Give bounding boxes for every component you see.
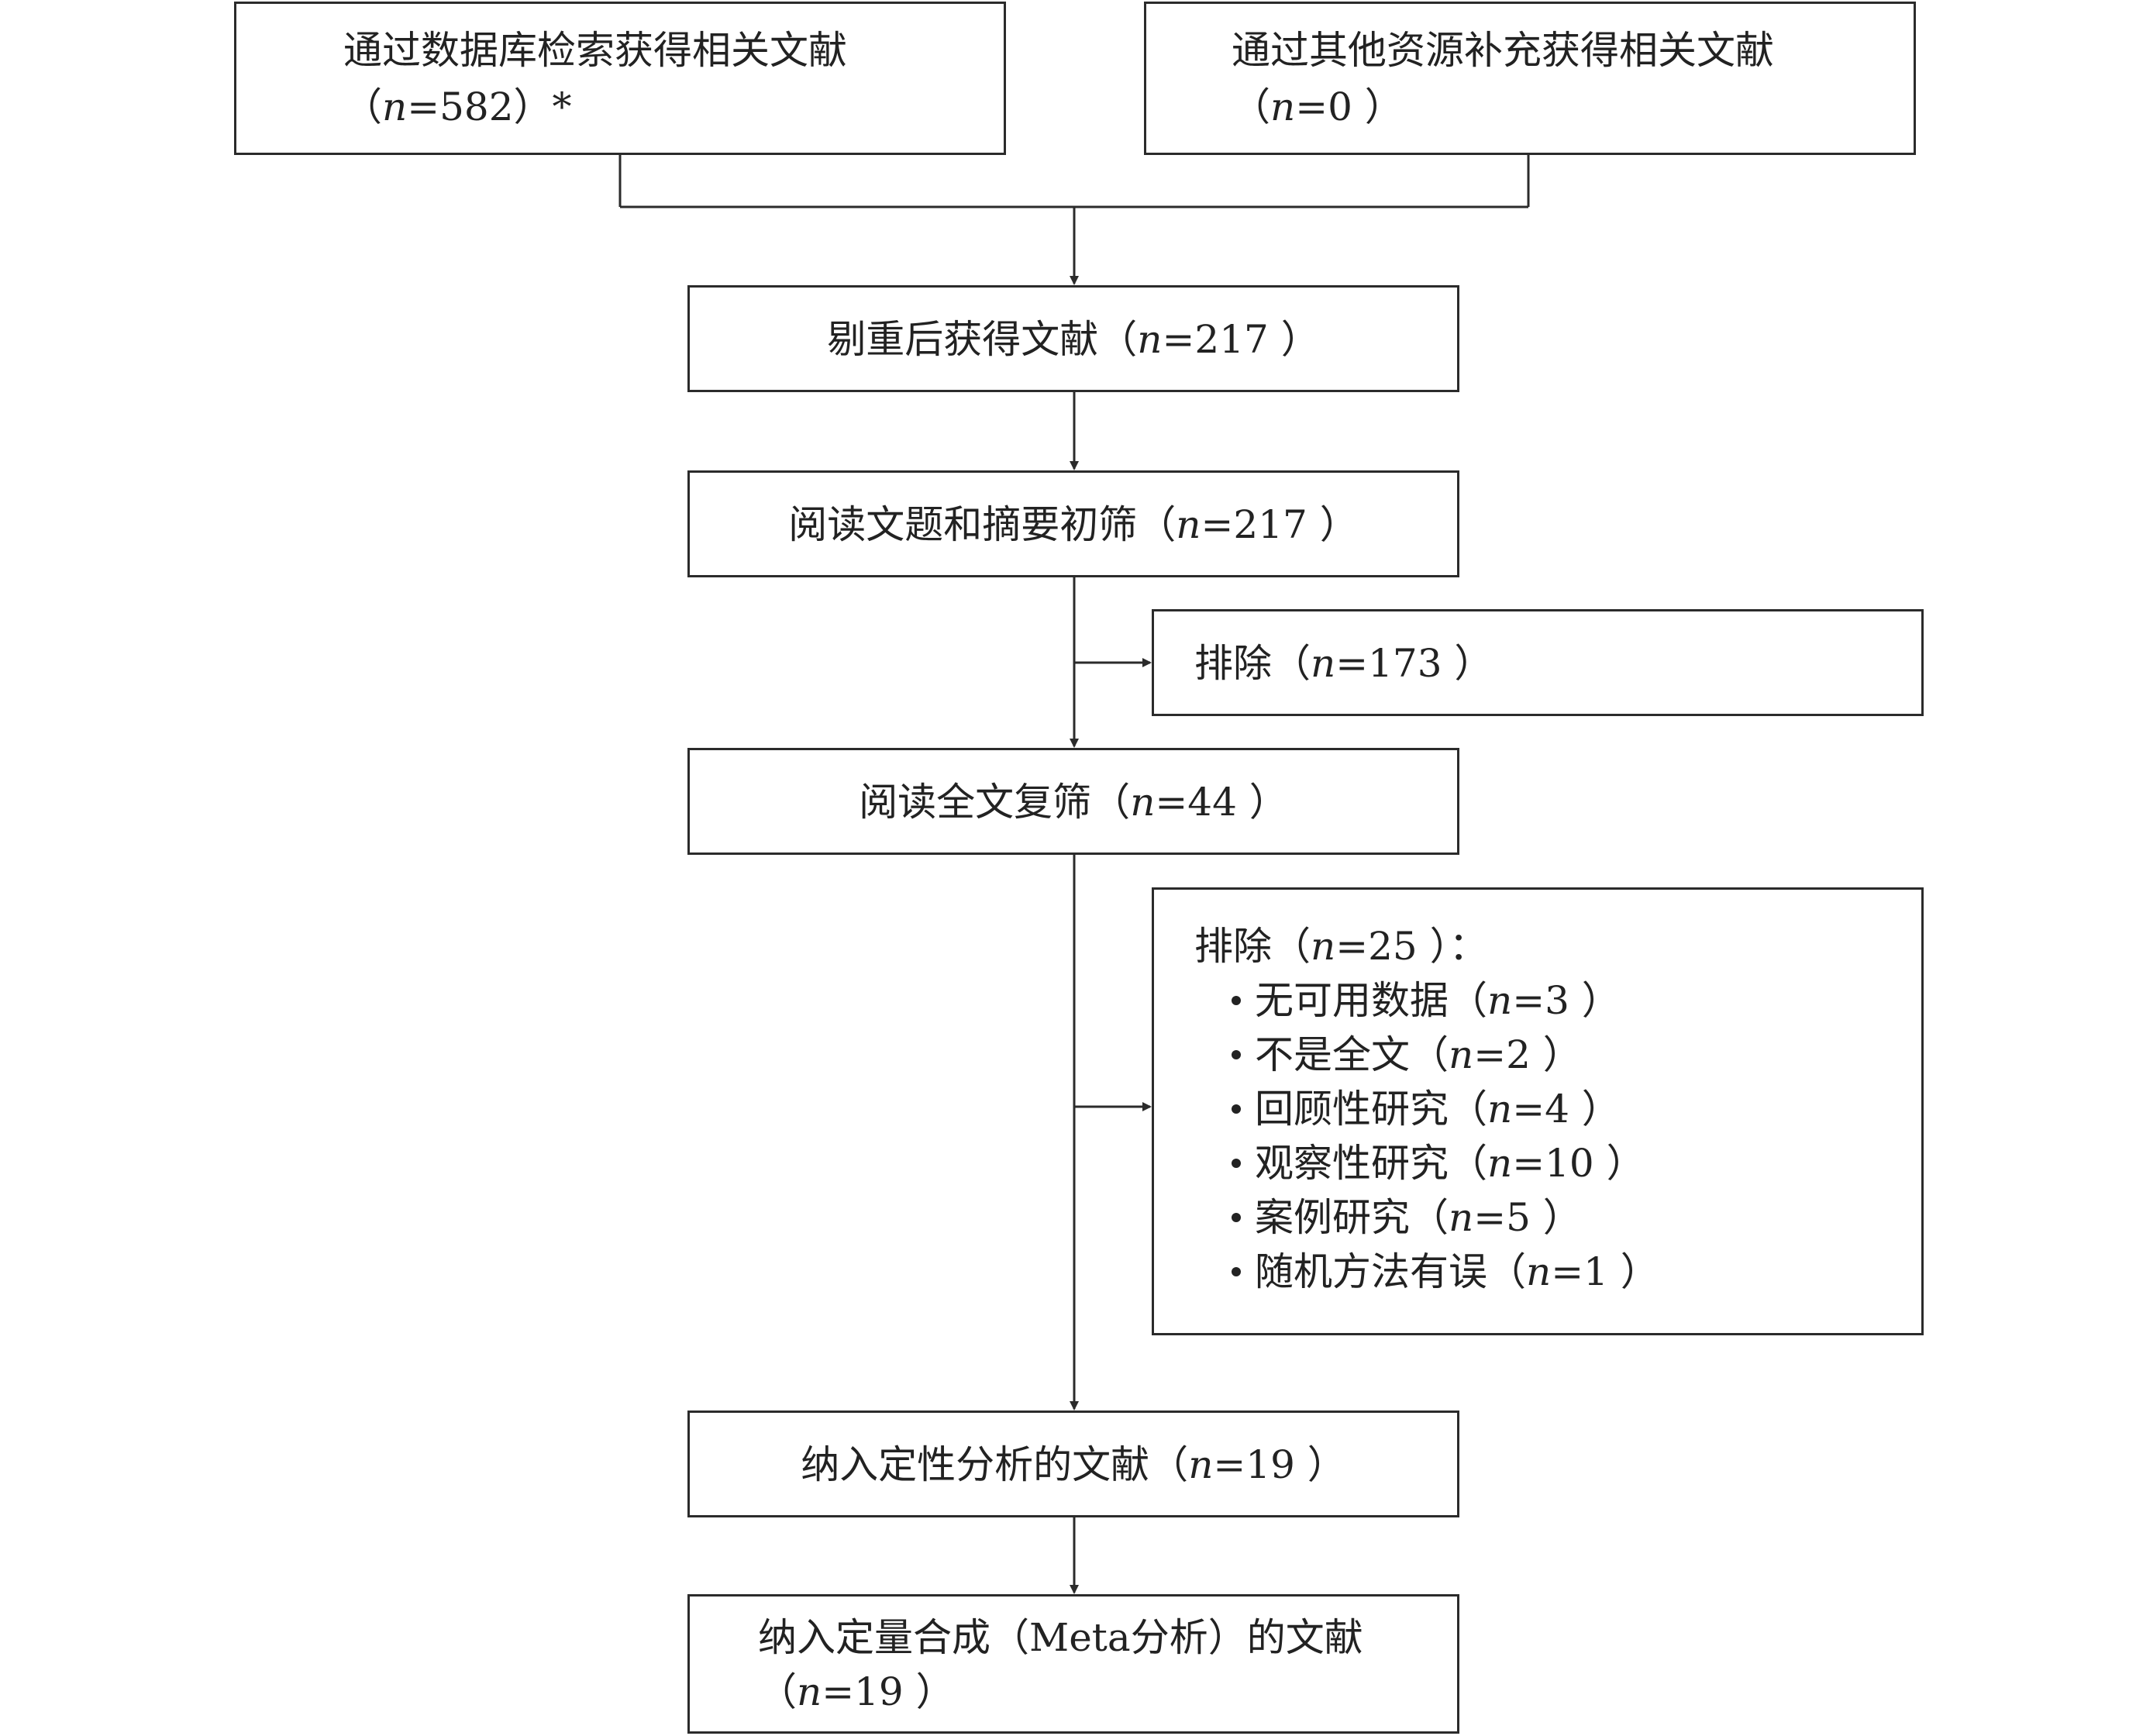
database-search-line1: 通过数据库检索获得相关文献 [343,28,847,73]
label-text: 纳入定性分析的文献（ [801,1442,1189,1487]
label-text: 排除（ [1194,641,1311,686]
n-symbol: n [1449,1195,1474,1240]
label-text: 随机方法有误（ [1255,1249,1526,1294]
n-symbol: n [1176,502,1201,547]
exclusion-2-header: 排除（n=25 ）： [1194,919,1488,973]
label-text: 排除（ [1194,924,1311,969]
n-symbol: n [1449,1032,1474,1077]
n-symbol: n [1188,1442,1214,1487]
label-text: 观察性研究（ [1255,1141,1487,1186]
label-text: 无可用数据（ [1255,978,1487,1023]
count-text: =582）* [407,84,572,129]
count-text: =44 ） [1155,780,1288,825]
qualitative-synthesis-text: 纳入定性分析的文献（n=19 ） [690,1438,1457,1492]
count-text: =19 ） [822,1669,955,1714]
bullet-icon [1232,1159,1241,1168]
database-search-line2: （n=582）* [343,80,572,134]
title-abstract-screen-text: 阅读文题和摘要初筛（n=217 ） [690,498,1457,552]
count-text: =1 ） [1551,1249,1659,1294]
n-symbol: n [1130,780,1156,825]
count-text: =217 ） [1201,502,1359,547]
deduplicated-box: 剔重后获得文献（n=217 ） [687,285,1459,392]
label-text: 阅读全文复筛（ [859,780,1131,825]
bullet-icon [1232,1104,1241,1114]
label-text: 回顾性研究（ [1255,1087,1487,1132]
exclusion-item: 随机方法有误（n=1 ） [1232,1245,1659,1299]
n-symbol: n [1487,1141,1513,1186]
qualitative-synthesis-box: 纳入定性分析的文献（n=19 ） [687,1410,1459,1517]
bullet-icon [1232,1050,1241,1059]
other-sources-box: 通过其他资源补充获得相关文献 （n=0 ） [1144,2,1916,155]
n-symbol: n [1270,84,1296,129]
bullet-icon [1232,1213,1241,1222]
full-text-screen-text: 阅读全文复筛（n=44 ） [690,775,1457,829]
exclusion-box-2: 排除（n=25 ）： 无可用数据（n=3 ） 不是全文（n=2 ） 回顾性研究（… [1152,887,1924,1335]
exclusion-item: 不是全文（n=2 ） [1232,1028,1582,1082]
title-abstract-screen-box: 阅读文题和摘要初筛（n=217 ） [687,470,1459,577]
count-text: =2 ） [1473,1032,1582,1077]
exclusion-item: 案例研究（n=5 ） [1232,1190,1582,1245]
database-search-box: 通过数据库检索获得相关文献 （n=582）* [234,2,1006,155]
label-text: 剔重后获得文献（ [827,317,1138,362]
n-symbol: n [382,84,408,129]
label-text: 不是全文（ [1255,1032,1449,1077]
full-text-screen-box: 阅读全文复筛（n=44 ） [687,748,1459,855]
count-text: =10 ） [1512,1141,1645,1186]
n-symbol: n [1137,317,1163,362]
exclusion-item: 观察性研究（n=10 ） [1232,1136,1645,1190]
exclusion-item: 回顾性研究（n=4 ） [1232,1082,1621,1136]
exclusion-item: 无可用数据（n=3 ） [1232,973,1621,1028]
n-symbol: n [1311,641,1336,686]
label-text: 阅读文题和摘要初筛（ [788,502,1177,547]
n-symbol: n [797,1669,822,1714]
n-symbol: n [1311,924,1336,969]
n-symbol: n [1487,978,1513,1023]
exclusion-box-1: 排除（n=173 ） [1152,609,1924,716]
count-text: =0 ） [1295,84,1404,129]
meta-analysis-box: 纳入定量合成（Meta分析）的文献 （n=19 ） [687,1594,1459,1734]
paren-open: （ [758,1669,797,1714]
other-sources-line2: （n=0 ） [1232,80,1404,134]
count-text: =217 ） [1162,317,1320,362]
count-text: =19 ） [1213,1442,1346,1487]
count-text: =4 ） [1512,1087,1621,1132]
paren-open: （ [1232,84,1270,129]
meta-analysis-line1: 纳入定量合成（Meta分析）的文献 [758,1615,1363,1660]
bullet-icon [1232,1267,1241,1276]
exclusion-1-text: 排除（n=173 ） [1194,636,1493,691]
label-text: 案例研究（ [1255,1195,1449,1240]
deduplicated-text: 剔重后获得文献（n=217 ） [690,312,1457,367]
n-symbol: n [1487,1087,1513,1132]
other-sources-line1: 通过其他资源补充获得相关文献 [1232,28,1774,73]
n-symbol: n [1526,1249,1552,1294]
paren-open: （ [343,84,382,129]
count-text: =3 ） [1512,978,1621,1023]
count-text: =25 ）： [1335,924,1488,969]
bullet-icon [1232,996,1241,1005]
meta-analysis-line2: （n=19 ） [758,1665,955,1719]
count-text: =5 ） [1473,1195,1582,1240]
count-text: =173 ） [1335,641,1493,686]
